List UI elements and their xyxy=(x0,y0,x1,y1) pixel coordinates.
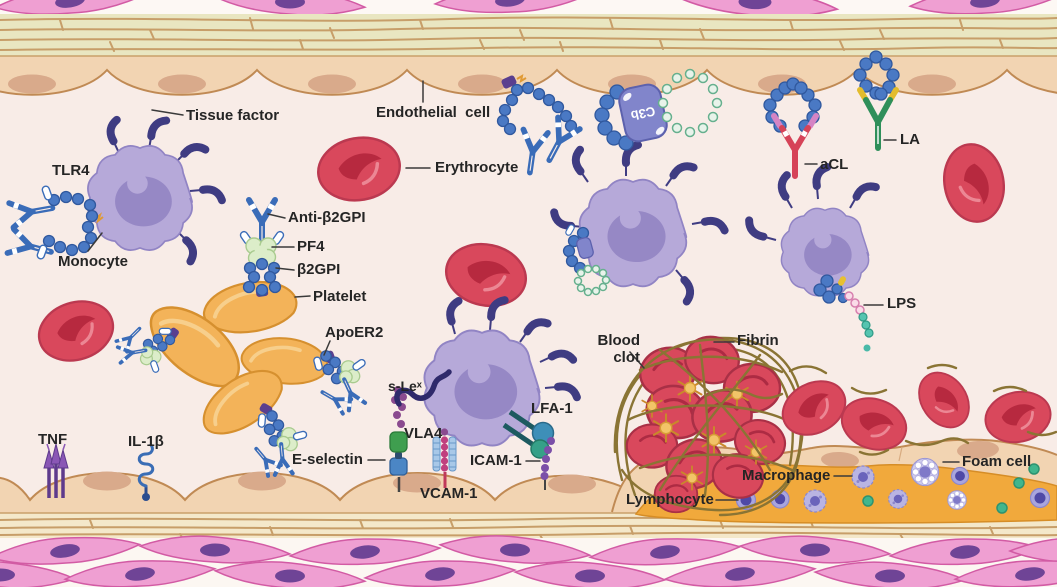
label-pf4: PF4 xyxy=(297,238,325,255)
label-blood-clot: Blood clot xyxy=(597,332,641,366)
floating-dot xyxy=(863,344,871,352)
la-antibody xyxy=(853,50,900,151)
erythrocyte-3 xyxy=(29,290,123,372)
vcam1-vla4-receptor xyxy=(432,428,457,488)
label-tlr4: TLR4 xyxy=(52,162,90,179)
endothelial-bound-complex xyxy=(496,73,580,175)
foam-cell xyxy=(947,490,967,510)
lymphocyte-cell xyxy=(1029,487,1051,509)
foam-cell xyxy=(910,457,940,487)
label-endothelial-cell: Endothelial cell xyxy=(376,104,491,121)
c3b-molecule: C3b xyxy=(594,68,723,151)
label-anti-b2gpi: Anti-β2GPI xyxy=(288,209,366,226)
c3b-complex-on-monocyte xyxy=(562,223,611,297)
label-lfa1: LFA-1 xyxy=(531,400,573,417)
circulating-erythrocytes xyxy=(704,361,1057,460)
il1b-molecule xyxy=(137,443,155,501)
c3b-label: C3b xyxy=(629,104,656,124)
macrophage-cell xyxy=(888,489,908,509)
tnf-molecule xyxy=(43,437,69,498)
e-selectin-receptor xyxy=(389,386,408,492)
label-tnf: TNF xyxy=(38,431,68,448)
lipid-dot xyxy=(996,502,1008,514)
erythrocyte-1 xyxy=(311,129,407,209)
platelet-cluster xyxy=(137,273,336,449)
tlr4-complex xyxy=(7,184,104,264)
vessel-wall-top xyxy=(0,0,1057,96)
s-lex-glycan xyxy=(394,369,452,407)
label-vcam1: VCAM-1 xyxy=(420,485,478,502)
label-il1b: IL-1β xyxy=(128,433,164,450)
label-e-selectin: E-selectin xyxy=(292,451,363,468)
leader-lines xyxy=(87,80,960,501)
icam1-receptor xyxy=(540,437,555,490)
label-apoer2: ApoER2 xyxy=(325,324,384,341)
lipid-dot xyxy=(862,495,874,507)
label-erythrocyte: Erythrocyte xyxy=(435,159,519,176)
monocyte-4 xyxy=(746,167,876,297)
lipid-dot xyxy=(1013,477,1025,489)
label-la: LA xyxy=(900,131,920,148)
green-bead-ring xyxy=(657,68,723,138)
acl-antibody xyxy=(763,77,822,179)
smooth-muscle-layer-bottom xyxy=(0,530,1057,587)
monocyte-1 xyxy=(87,118,222,261)
macrophage-cell xyxy=(803,489,827,513)
label-tissue-factor: Tissue factor xyxy=(186,107,280,124)
blood-clot xyxy=(613,331,805,517)
lps-molecule xyxy=(813,274,874,338)
collagen-layer-top xyxy=(0,14,1057,58)
label-macrophage: Macrophage xyxy=(742,467,831,484)
anti-b2gpi-stack xyxy=(238,200,286,297)
label-platelet: Platelet xyxy=(313,288,367,305)
label-lymphocyte: Lymphocyte xyxy=(626,491,714,508)
label-acl: aCL xyxy=(820,156,849,173)
macrophage-cell xyxy=(851,465,875,489)
label-lps: LPS xyxy=(887,295,917,312)
label-foam-cell: Foam cell xyxy=(962,453,1032,470)
erythrocyte-4 xyxy=(936,137,1012,229)
endothelium-bottom-left xyxy=(0,471,1057,514)
label-vla4: VLA4 xyxy=(404,425,443,442)
label-icam1: ICAM-1 xyxy=(470,452,522,469)
label-s-lex: s-Leˣ xyxy=(388,378,422,394)
label-monocyte: Monocyte xyxy=(58,253,129,270)
label-fibrin: Fibrin xyxy=(737,332,779,349)
lfa1-receptor xyxy=(502,409,555,459)
label-b2gpi: β2GPI xyxy=(297,261,341,278)
